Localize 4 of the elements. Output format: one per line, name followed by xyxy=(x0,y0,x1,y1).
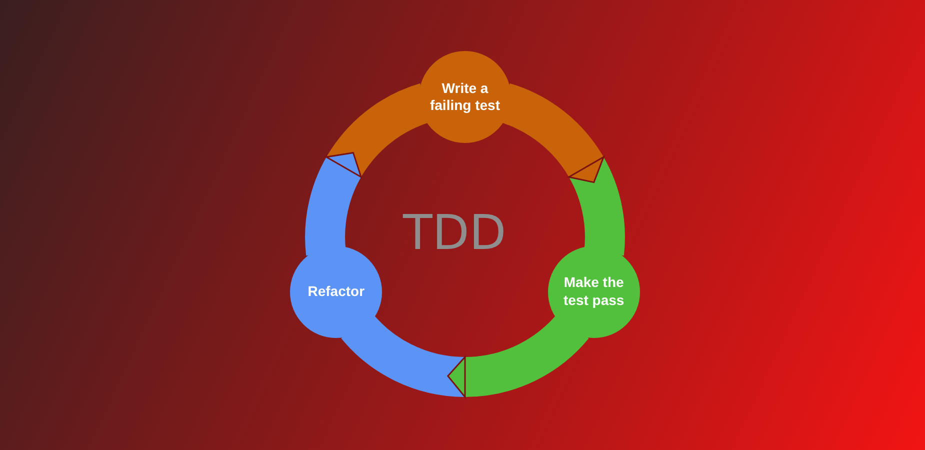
step-label: Write a failing test xyxy=(428,80,501,114)
step-label: Refactor xyxy=(308,282,365,300)
step-label: Make the test pass xyxy=(562,274,626,310)
center-title: TDD xyxy=(403,205,506,261)
